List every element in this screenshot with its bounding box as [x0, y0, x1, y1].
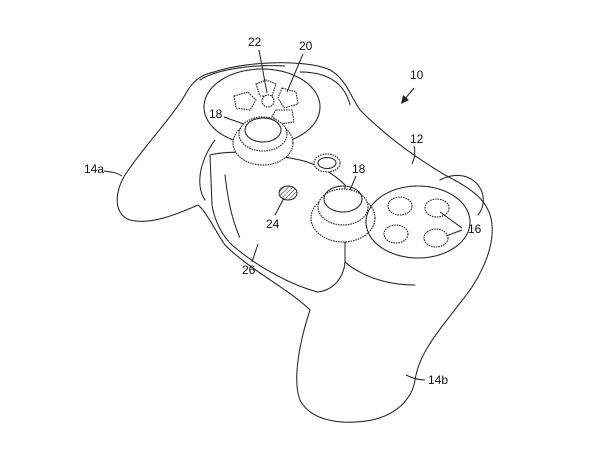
- leader-18-right: [349, 175, 357, 191]
- leader-14b: [405, 374, 426, 381]
- arrowhead-10: [401, 95, 409, 104]
- face-button-bottom-left: [383, 224, 409, 244]
- leader-22: [258, 49, 268, 94]
- label-20: 20: [299, 39, 313, 53]
- leader-26: [251, 243, 259, 263]
- label-26: 26: [242, 263, 256, 277]
- left-stick: [232, 116, 294, 166]
- controller-body-outline: [116, 62, 493, 423]
- leader-16b: [445, 229, 463, 237]
- right-handle-inner: [344, 261, 416, 286]
- dpad-right: [277, 87, 299, 109]
- label-24: 24: [266, 217, 280, 231]
- leader-lines: [103, 49, 463, 381]
- face-button-top-left: [387, 196, 413, 216]
- label-18-left: 18: [209, 107, 223, 121]
- center-button: [313, 153, 341, 173]
- right-stick: [310, 185, 376, 243]
- leader-24: [274, 197, 285, 216]
- label-16: 16: [468, 222, 482, 236]
- face-button-bottom-right: [423, 228, 449, 248]
- left-shoulder-bump: [299, 71, 351, 106]
- port-grille: [278, 185, 298, 201]
- front-face-edge: [224, 174, 241, 239]
- label-22: 22: [248, 35, 262, 49]
- label-18-right: 18: [352, 162, 366, 176]
- center-button-inner: [317, 156, 337, 170]
- dpad-left: [233, 91, 257, 111]
- leader-14a: [103, 170, 123, 177]
- label-10: 10: [410, 68, 424, 82]
- leader-16a: [439, 211, 463, 229]
- label-14a: 14a: [84, 162, 104, 176]
- leader-20: [286, 53, 304, 93]
- button-module: [365, 185, 471, 259]
- face-buttons: [383, 196, 450, 248]
- dpad-center: [261, 94, 275, 108]
- right-shoulder-bump: [439, 174, 484, 216]
- label-14b: 14b: [428, 373, 448, 387]
- left-shoulder-line: [199, 65, 286, 81]
- leader-12: [411, 145, 416, 165]
- leader-18-left: [223, 116, 245, 125]
- left-handle-inner: [199, 139, 216, 201]
- face-button-top-right: [424, 198, 450, 218]
- label-12: 12: [410, 132, 424, 146]
